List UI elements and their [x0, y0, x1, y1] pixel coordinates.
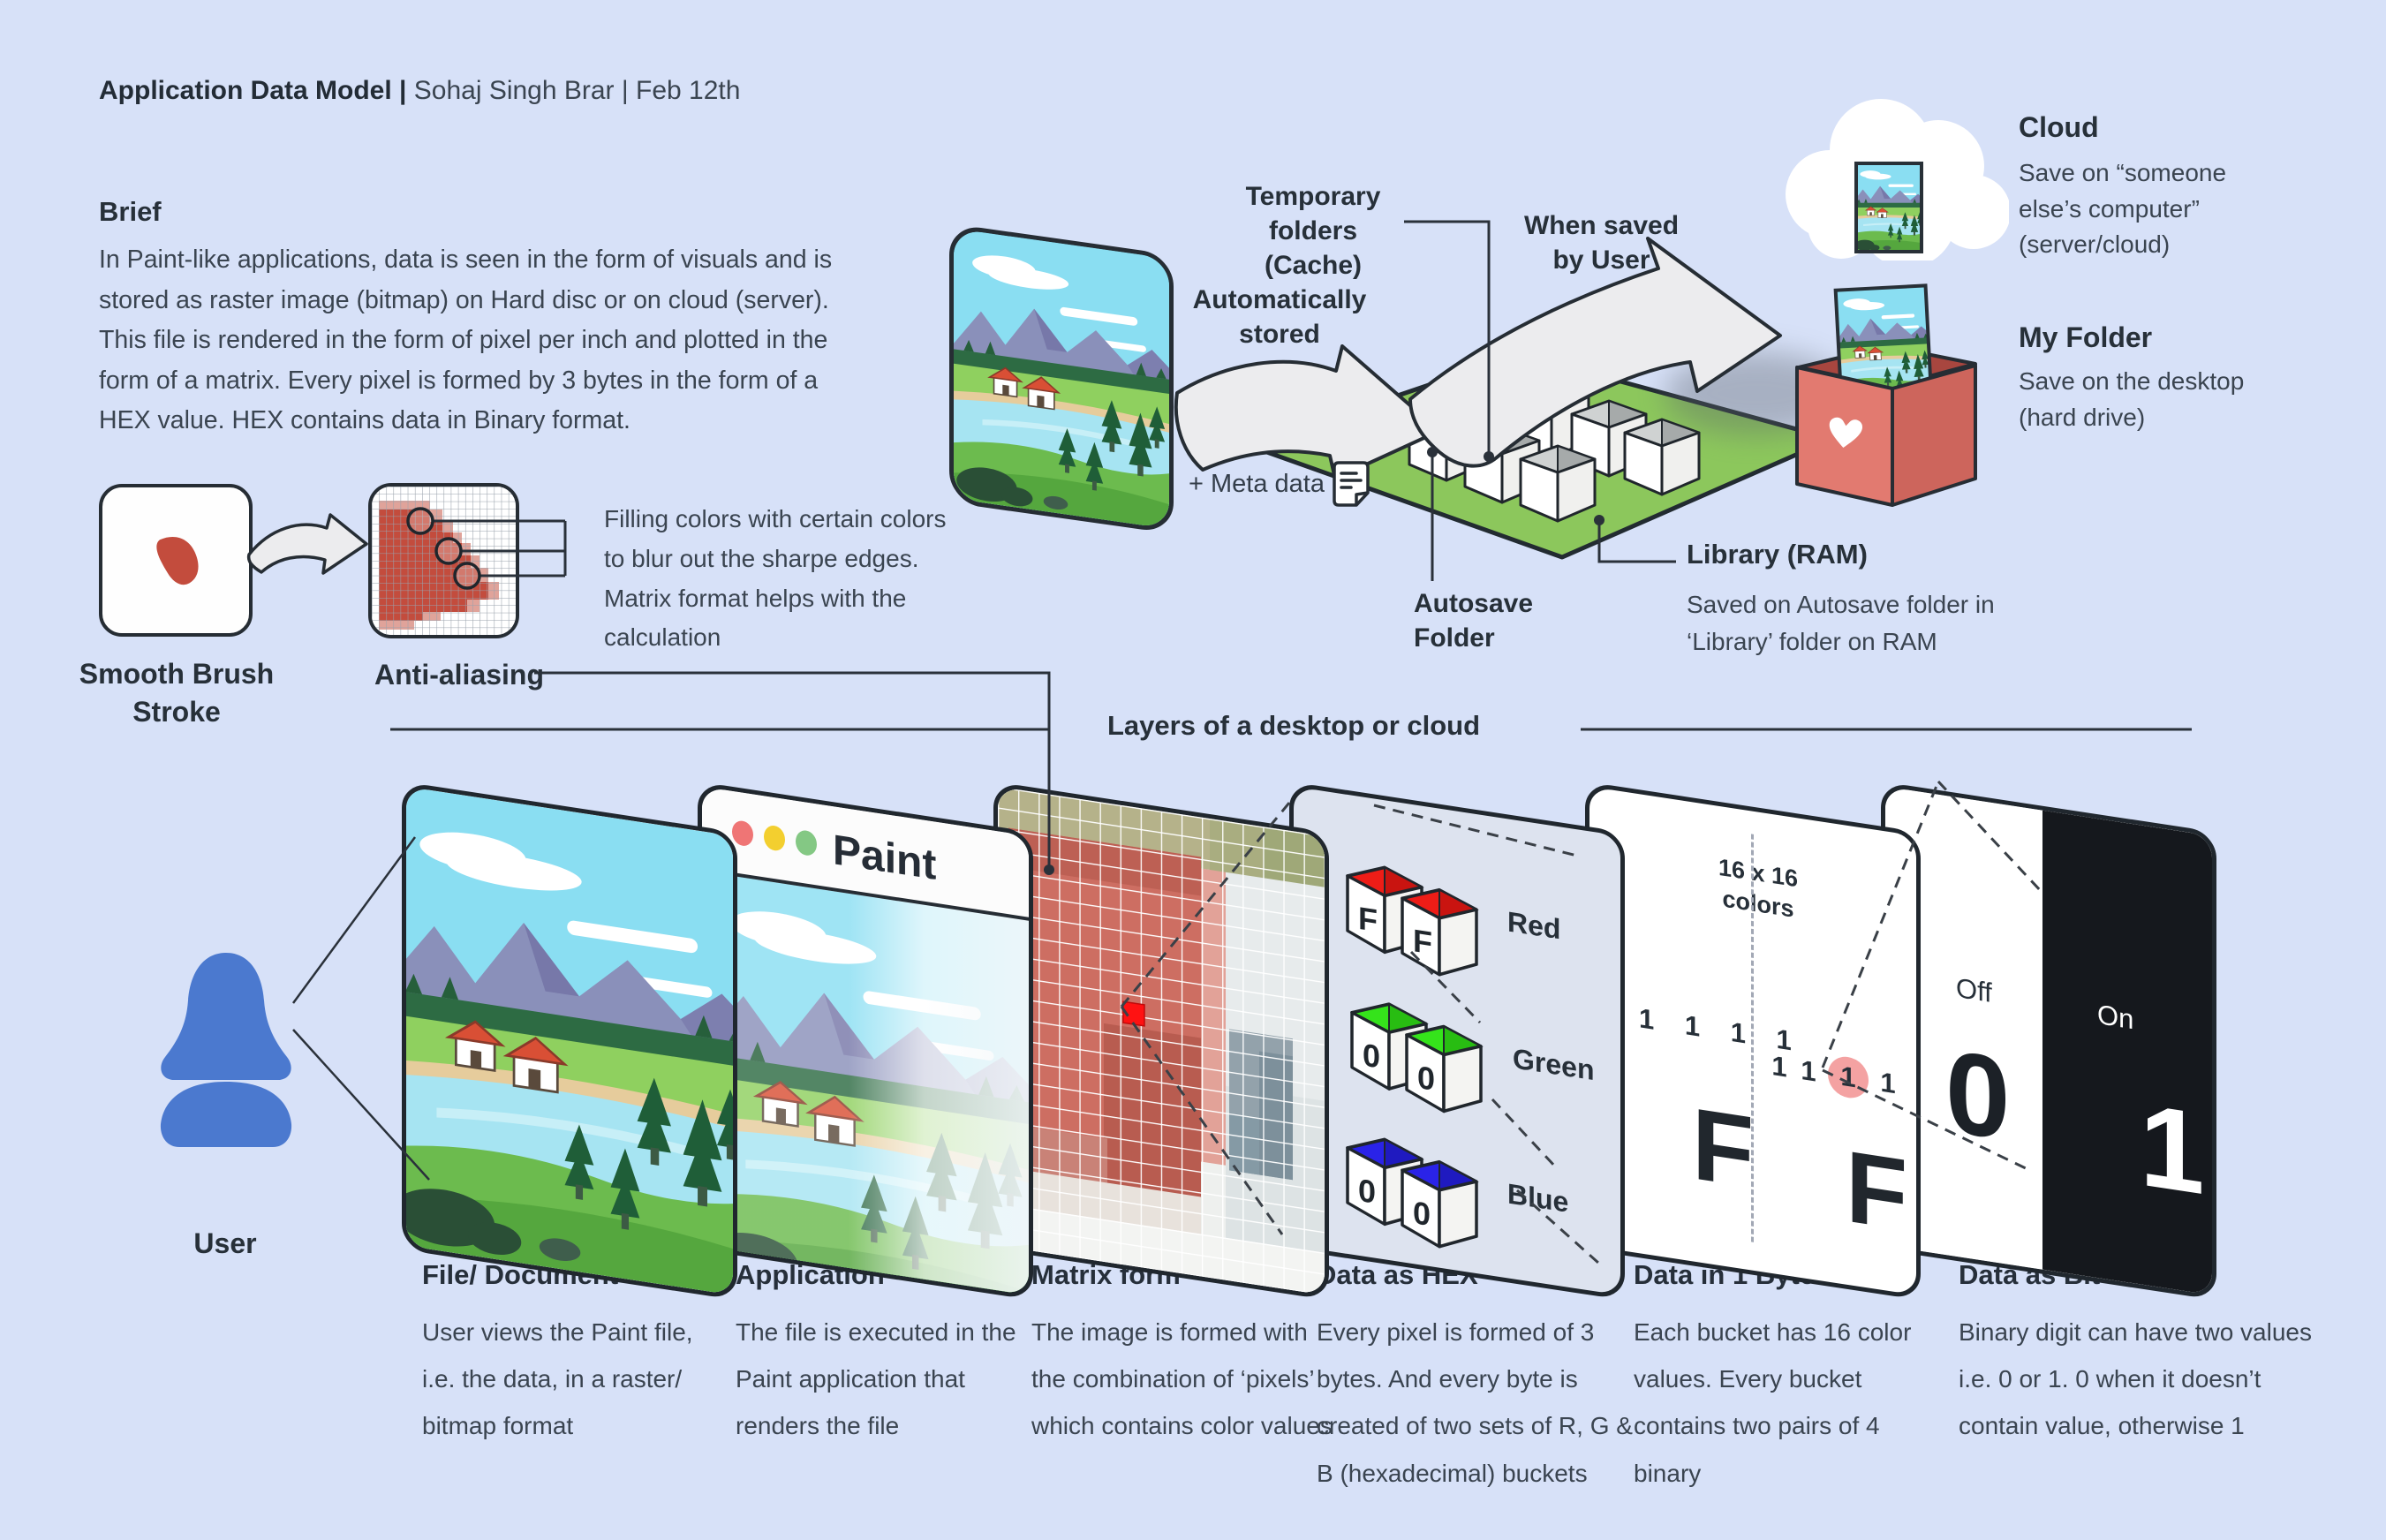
anti-aliasing-card: [368, 483, 519, 638]
my-folder-box: [1795, 283, 1977, 507]
byte-colors-note: 16 x 16 colors: [1718, 853, 1799, 923]
highlighted-pixel: [1122, 1000, 1145, 1027]
layers-heading: Layers of a desktop or cloud: [1107, 710, 1481, 741]
caption-bit-body: Binary digit can have two values i.e. 0 …: [1959, 1318, 2312, 1440]
automatically-stored-label: Automatically stored: [1192, 285, 1367, 349]
close-dot-icon: [732, 819, 753, 848]
meta-data-label: + Meta data: [1189, 470, 1325, 498]
anti-aliasing-label: Anti-aliasing: [374, 659, 545, 691]
user-label: User: [193, 1227, 257, 1259]
layer-card-hex: F F Red 0 0: [1289, 781, 1625, 1301]
blue-buckets: 0 0: [1346, 1137, 1479, 1249]
when-saved-label: When saved by User: [1523, 211, 1680, 275]
my-folder-desc: Save on the desktop (hard drive): [2019, 367, 2245, 431]
autosave-folder-label: Autosave Folder: [1414, 589, 1534, 653]
svg-text:F: F: [1358, 900, 1378, 939]
bit-on-label: On: [2097, 999, 2134, 1036]
bit-one: 1: [2140, 1079, 2205, 1219]
temporary-folders-label: Temporary folders (Cache): [1245, 182, 1381, 280]
green-buckets: 0 0: [1350, 1002, 1484, 1113]
anti-aliasing-grid: [372, 487, 516, 635]
svg-text:0: 0: [1363, 1037, 1380, 1076]
library-title: Library (RAM): [1687, 539, 1868, 570]
layer-card-application: Paint: [698, 781, 1033, 1301]
page-title-bold: Application Data Model |: [99, 76, 414, 105]
brief-heading: Brief: [99, 196, 162, 227]
cloud-picture: [1854, 162, 1923, 253]
svg-text:F: F: [1413, 922, 1432, 961]
layer-card-byte: 16 x 16 colors 1 1 1 1 1 1 1 1 F F: [1585, 781, 1921, 1301]
landscape-art: [954, 228, 1169, 529]
svg-text:0: 0: [1358, 1172, 1376, 1211]
red-label: Red: [1507, 905, 1561, 946]
maximize-dot-icon: [796, 828, 817, 857]
byte-left-hex: F: [1692, 1087, 1755, 1210]
smooth-brush-card: [99, 484, 253, 637]
bit-on-half: On 1: [2042, 810, 2212, 1295]
arrow-right-icon: [246, 513, 368, 575]
byte-right-hex: F: [1846, 1129, 1908, 1253]
byte-right-bits: 1 1 1 1: [1771, 1049, 1896, 1101]
brush-stroke-icon: [156, 537, 199, 585]
caption-byte-body: Each bucket has 16 color values. Every b…: [1634, 1318, 1912, 1487]
svg-text:0: 0: [1413, 1194, 1431, 1233]
library-desc: Saved on Autosave folder in ‘Library’ fo…: [1687, 591, 1995, 655]
layer-card-bit: Off 0 On 1: [1881, 781, 2216, 1301]
minimize-dot-icon: [764, 824, 785, 852]
saved-image-thumbnail: [949, 223, 1174, 534]
bit-off-label: Off: [1956, 971, 1992, 1009]
caption-file-body: User views the Paint file, i.e. the data…: [422, 1318, 693, 1440]
layer-card-file: [402, 781, 737, 1301]
svg-text:0: 0: [1417, 1059, 1435, 1098]
automatically-stored-arrow: [1174, 344, 1441, 480]
brief-body: In Paint-like applications, data is seen…: [99, 245, 833, 435]
caption-hex-body: Every pixel is formed of 3 bytes. And ev…: [1317, 1318, 1633, 1487]
red-buckets: F F: [1346, 865, 1479, 977]
pixel-matrix: [998, 786, 1325, 1295]
my-folder-title: My Folder: [2019, 321, 2153, 353]
bit-zero: 0: [1945, 1025, 2011, 1166]
page-title: Application Data Model | Sohaj Singh Bra…: [99, 76, 740, 106]
anti-aliasing-note: Filling colors with certain colors to bl…: [604, 505, 947, 652]
heart-icon: [1829, 417, 1863, 449]
caption-matrix-body: The image is formed with the combination…: [1031, 1318, 1333, 1440]
cloud-shape: [1786, 99, 2009, 260]
smooth-brush-label: Smooth Brush Stroke: [79, 658, 275, 728]
page-title-rest: Sohaj Singh Brar | Feb 12th: [413, 76, 741, 105]
cloud-desc: Save on “someone else’s computer” (serve…: [2019, 159, 2227, 259]
blue-label: Blue: [1507, 1177, 1569, 1219]
paint-app-title: Paint: [833, 827, 937, 889]
highlighted-bit: 1: [1828, 1053, 1869, 1101]
document-icon: [1333, 461, 1370, 507]
layer-card-matrix: [993, 781, 1329, 1301]
green-label: Green: [1513, 1042, 1595, 1087]
user-icon: [160, 953, 292, 1147]
caption-app-body: The file is executed in the Paint applic…: [736, 1318, 1016, 1440]
file-landscape-art: [406, 786, 733, 1295]
app-canvas-wash: [702, 867, 1029, 1295]
cloud-title: Cloud: [2019, 111, 2099, 143]
